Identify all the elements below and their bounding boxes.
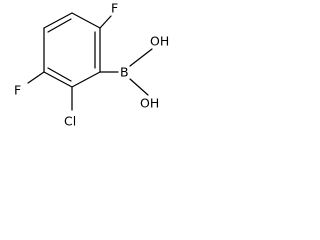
ring-bond-c1-c2 (71, 12, 101, 29)
bond-c2-f (99, 15, 112, 29)
atom-label-hydroxyl-top: OH (150, 34, 169, 49)
benzene-ring (43, 12, 101, 88)
ring-bond-c6-c1-inner (47, 18, 72, 33)
ring-bond-c6-c1 (43, 12, 73, 29)
atom-label-chlorine: Cl (64, 114, 76, 129)
atom-label-hydroxyl-bottom: OH (140, 96, 159, 111)
ring-bond-c4-c5 (43, 71, 73, 88)
bond-b-oh-top (129, 48, 153, 67)
atom-labels: F F Cl B OH OH (14, 1, 169, 129)
ring-bond-c3-c4 (71, 71, 101, 88)
bond-b-oh-bottom (129, 78, 149, 96)
atom-label-fluorine-left: F (14, 83, 21, 98)
substituent-bonds (27, 15, 153, 111)
bond-c6-f (27, 71, 45, 84)
ring-bond-c4-c5-inner (47, 67, 72, 82)
molecule-diagram: F F Cl B OH OH (14, 1, 169, 129)
atom-label-fluorine-top: F (111, 1, 118, 16)
atom-label-boron: B (120, 65, 129, 80)
